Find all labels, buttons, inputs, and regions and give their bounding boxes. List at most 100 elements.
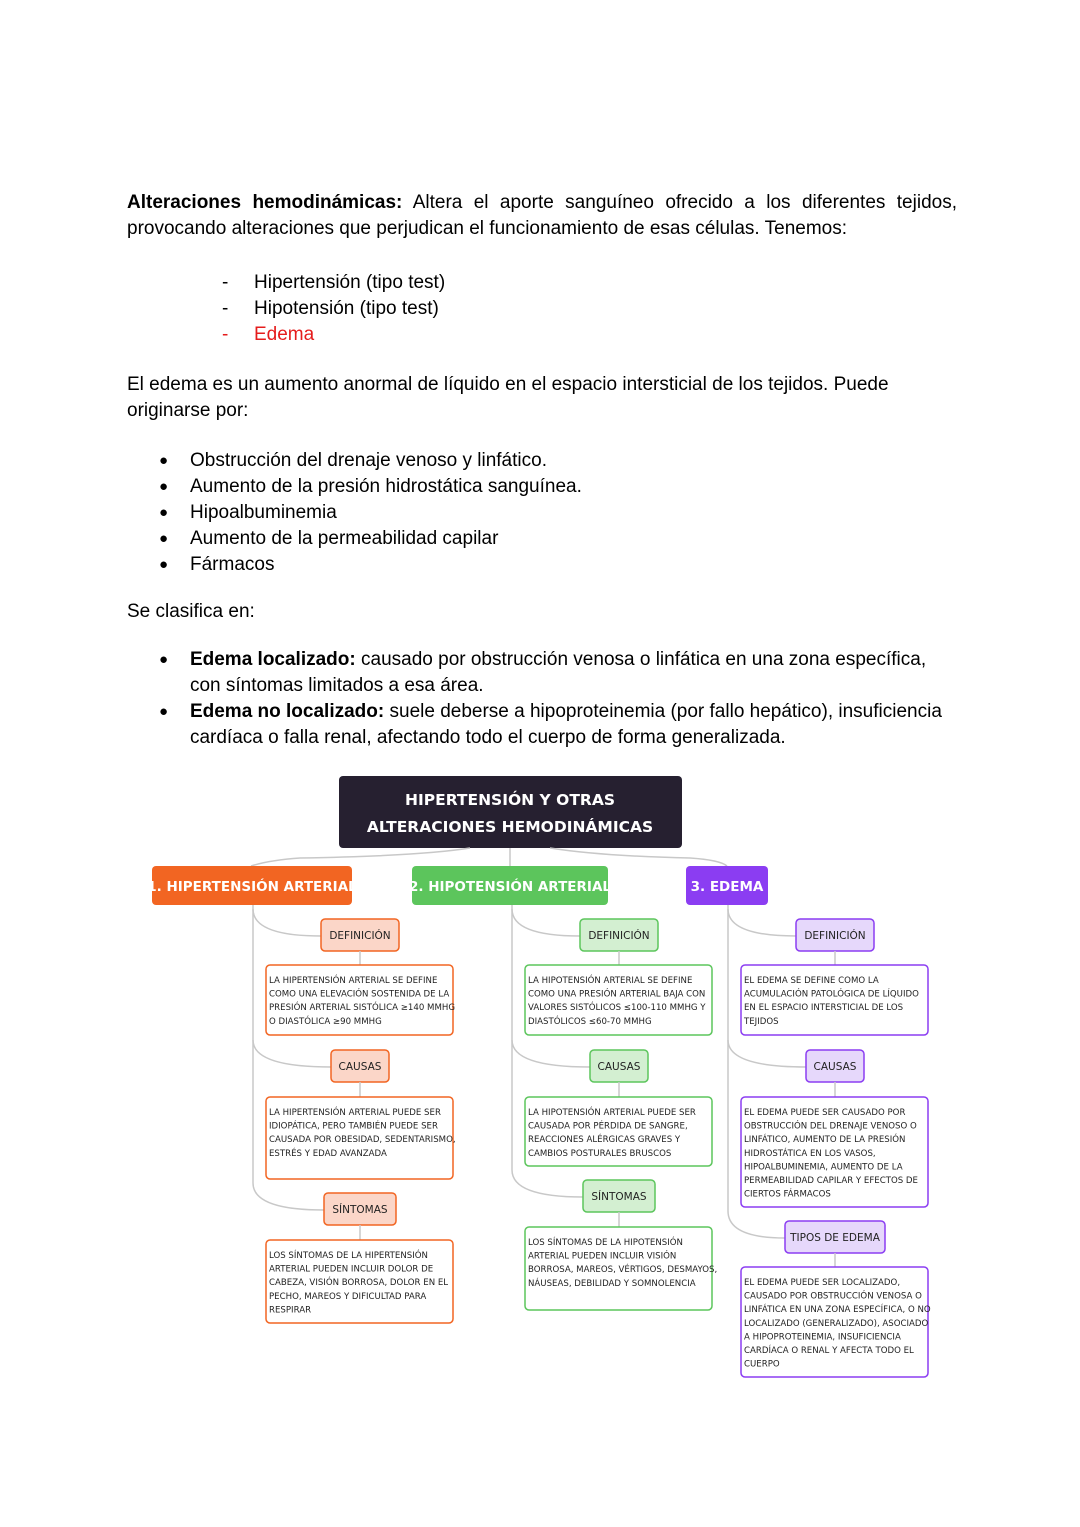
bullet-icon: ●	[159, 452, 169, 469]
node-label	[582, 1179, 656, 1213]
node-description-line: O DIASTÓLICA ≥90 MMHG	[269, 1015, 382, 1027]
root-title-line: HIPERTENSIÓN Y OTRAS	[405, 790, 615, 809]
connector-line	[727, 1039, 807, 1068]
types-list: ●Edema localizado: causado por obstrucci…	[159, 647, 949, 751]
node-description-line: PRESIÓN ARTERIAL SISTÓLICA ≥140 MMHG	[269, 1001, 455, 1013]
node-description-line: RESPIRAR	[269, 1305, 311, 1315]
alterations-list: -Hipertensión (tipo test) -Hipotensión (…	[222, 270, 445, 348]
bullet-icon: ●	[159, 530, 169, 547]
node-label-text: DEFINICIÓN	[804, 929, 865, 942]
node-description-line: IDIOPÁTICA, PERO TAMBIÉN PUEDE SER	[269, 1120, 438, 1132]
node-label	[320, 918, 400, 952]
node-description-line: CAUSADO POR OBSTRUCCIÓN VENOSA O	[744, 1290, 922, 1302]
node-label-text: CAUSAS	[814, 1061, 857, 1073]
connector-line	[549, 847, 728, 867]
node-description-line: CAUSADA POR OBESIDAD, SEDENTARISMO,	[269, 1135, 456, 1145]
node-description-line: ARTERIAL PUEDEN INCLUIR DOLOR DE	[269, 1265, 433, 1275]
node-description-box	[265, 1096, 454, 1180]
node-description-line: HIPOALBUMINEMIA, AUMENTO DE LA	[744, 1162, 903, 1172]
connector-line	[252, 1039, 332, 1068]
node-description-line: LA HIPOTENSIÓN ARTERIAL PUEDE SER	[528, 1106, 696, 1118]
list-item: ●Aumento de la presión hidrostática sang…	[159, 474, 582, 500]
list-item: -Hipotensión (tipo test)	[222, 298, 439, 319]
node-description-line: CARDÍACA O RENAL Y AFECTA TODO EL	[744, 1344, 914, 1356]
branch-title-text: 3. EDEMA	[691, 879, 764, 895]
node-label	[805, 1049, 865, 1083]
node-description-line: ACUMULACIÓN PATOLÓGICA DE LÍQUIDO	[744, 988, 919, 1000]
classify-paragraph: Se clasifica en:	[127, 601, 255, 622]
node-description-line: ESTRÉS Y EDAD AVANZADA	[269, 1147, 387, 1159]
node-description-line: CAUSADA POR PÉRDIDA DE SANGRE,	[528, 1120, 688, 1132]
node-description-line: LOS SÍNTOMAS DE LA HIPOTENSIÓN	[528, 1236, 683, 1248]
connector-line	[511, 908, 581, 937]
intro-text: Altera el aporte sanguíneo ofrecido a lo…	[127, 192, 957, 239]
root-node	[339, 776, 682, 848]
node-description-line: OBSTRUCCIÓN DEL DRENAJE VENOSO O	[744, 1120, 917, 1132]
connector-line	[727, 905, 786, 1239]
node-description-box	[524, 964, 713, 1036]
intro-title: Alteraciones hemodinámicas:	[127, 192, 403, 213]
node-description-box	[265, 1239, 454, 1324]
node-description-line: HIDROSTÁTICA EN LOS VASOS,	[744, 1147, 876, 1159]
list-item: ●Hipoalbuminemia	[159, 500, 582, 526]
node-description-line: EL EDEMA PUEDE SER CAUSADO POR	[744, 1108, 905, 1118]
node-label	[330, 1049, 390, 1083]
node-description-line: LINFÁTICO, AUMENTO DE LA PRESIÓN	[744, 1133, 905, 1145]
bullet-icon: ●	[159, 651, 169, 668]
list-item: ●Aumento de la permeabilidad capilar	[159, 526, 582, 552]
node-description-line: LA HIPERTENSIÓN ARTERIAL PUEDE SER	[269, 1106, 441, 1118]
bullet-icon: ●	[159, 504, 169, 521]
node-label-text: CAUSAS	[598, 1061, 641, 1073]
node-description-line: LOCALIZADO (GENERALIZADO), ASOCIADO	[744, 1319, 929, 1329]
node-label	[784, 1220, 886, 1254]
connector-line	[727, 908, 797, 937]
connector-line	[250, 847, 471, 867]
list-item: ●Fármacos	[159, 552, 582, 578]
bullet-icon: ●	[159, 703, 169, 720]
node-description-line: CIERTOS FÁRMACOS	[744, 1188, 831, 1200]
branch-title-2	[412, 866, 608, 905]
node-description-box	[740, 1266, 929, 1378]
node-description-box	[740, 964, 929, 1036]
node-description-line: BORROSA, MAREOS, VÉRTIGOS, DESMAYOS,	[528, 1263, 717, 1275]
node-description-line: COMO UNA ELEVACIÓN SOSTENIDA DE LA	[269, 988, 449, 1000]
node-description-line: LINFÁTICA EN UNA ZONA ESPECÍFICA, O NO	[744, 1303, 931, 1315]
node-description-line: DIASTÓLICOS ≤60-70 MMHG	[528, 1015, 652, 1027]
node-label-text: SÍNTOMAS	[591, 1190, 647, 1203]
node-label-text: DEFINICIÓN	[329, 929, 390, 942]
node-description-box	[740, 1096, 929, 1208]
node-label	[795, 918, 875, 952]
node-description-line: A HIPOPROTEINEMIA, INSUFICIENCIA	[744, 1332, 901, 1342]
branch-title-text: 2. HIPOTENSIÓN ARTERIAL	[409, 877, 611, 895]
node-description-line: NÁUSEAS, DEBILIDAD Y SOMNOLENCIA	[528, 1277, 696, 1289]
node-description-line: CABEZA, VISIÓN BORROSA, DOLOR EN EL	[269, 1276, 448, 1288]
node-label	[579, 918, 659, 952]
list-item-highlight: -Edema	[222, 324, 315, 345]
list-item: -Hipertensión (tipo test)	[222, 272, 446, 293]
connector-line	[252, 905, 325, 1211]
node-description-box	[524, 1226, 713, 1311]
node-description-box	[265, 964, 454, 1036]
node-label-text: SÍNTOMAS	[332, 1203, 388, 1216]
node-description-line: ARTERIAL PUEDEN INCLUIR VISIÓN	[528, 1250, 676, 1262]
node-label-text: CAUSAS	[339, 1061, 382, 1073]
node-description-line: EN EL ESPACIO INTERSTICIAL DE LOS	[744, 1003, 903, 1013]
list-item: ●Edema no localizado: suele deberse a hi…	[159, 699, 949, 751]
node-description-line: PECHO, MAREOS Y DIFICULTAD PARA	[269, 1292, 426, 1302]
node-description-line: LOS SÍNTOMAS DE LA HIPERTENSIÓN	[269, 1249, 428, 1261]
node-label-text: TIPOS DE EDEMA	[789, 1232, 881, 1244]
node-label	[323, 1192, 397, 1226]
node-description-line: EL EDEMA SE DEFINE COMO LA	[744, 976, 879, 986]
branch-title-text: 1. HIPERTENSIÓN ARTERIAL	[147, 877, 357, 895]
list-item: ●Obstrucción del drenaje venoso y linfát…	[159, 448, 582, 474]
bullet-icon: ●	[159, 478, 169, 495]
node-label	[589, 1049, 649, 1083]
node-description-line: TEJIDOS	[743, 1017, 779, 1027]
node-description-line: PERMEABILIDAD CAPILAR Y EFECTOS DE	[744, 1176, 918, 1186]
list-item: ●Edema localizado: causado por obstrucci…	[159, 647, 949, 699]
connector-line	[511, 905, 584, 1198]
node-description-line: LA HIPOTENSIÓN ARTERIAL SE DEFINE	[528, 974, 692, 986]
bullet-icon: ●	[159, 556, 169, 573]
node-description-line: REACCIONES ALÉRGICAS GRAVES Y	[528, 1133, 681, 1145]
node-description-line: EL EDEMA PUEDE SER LOCALIZADO,	[744, 1278, 900, 1288]
